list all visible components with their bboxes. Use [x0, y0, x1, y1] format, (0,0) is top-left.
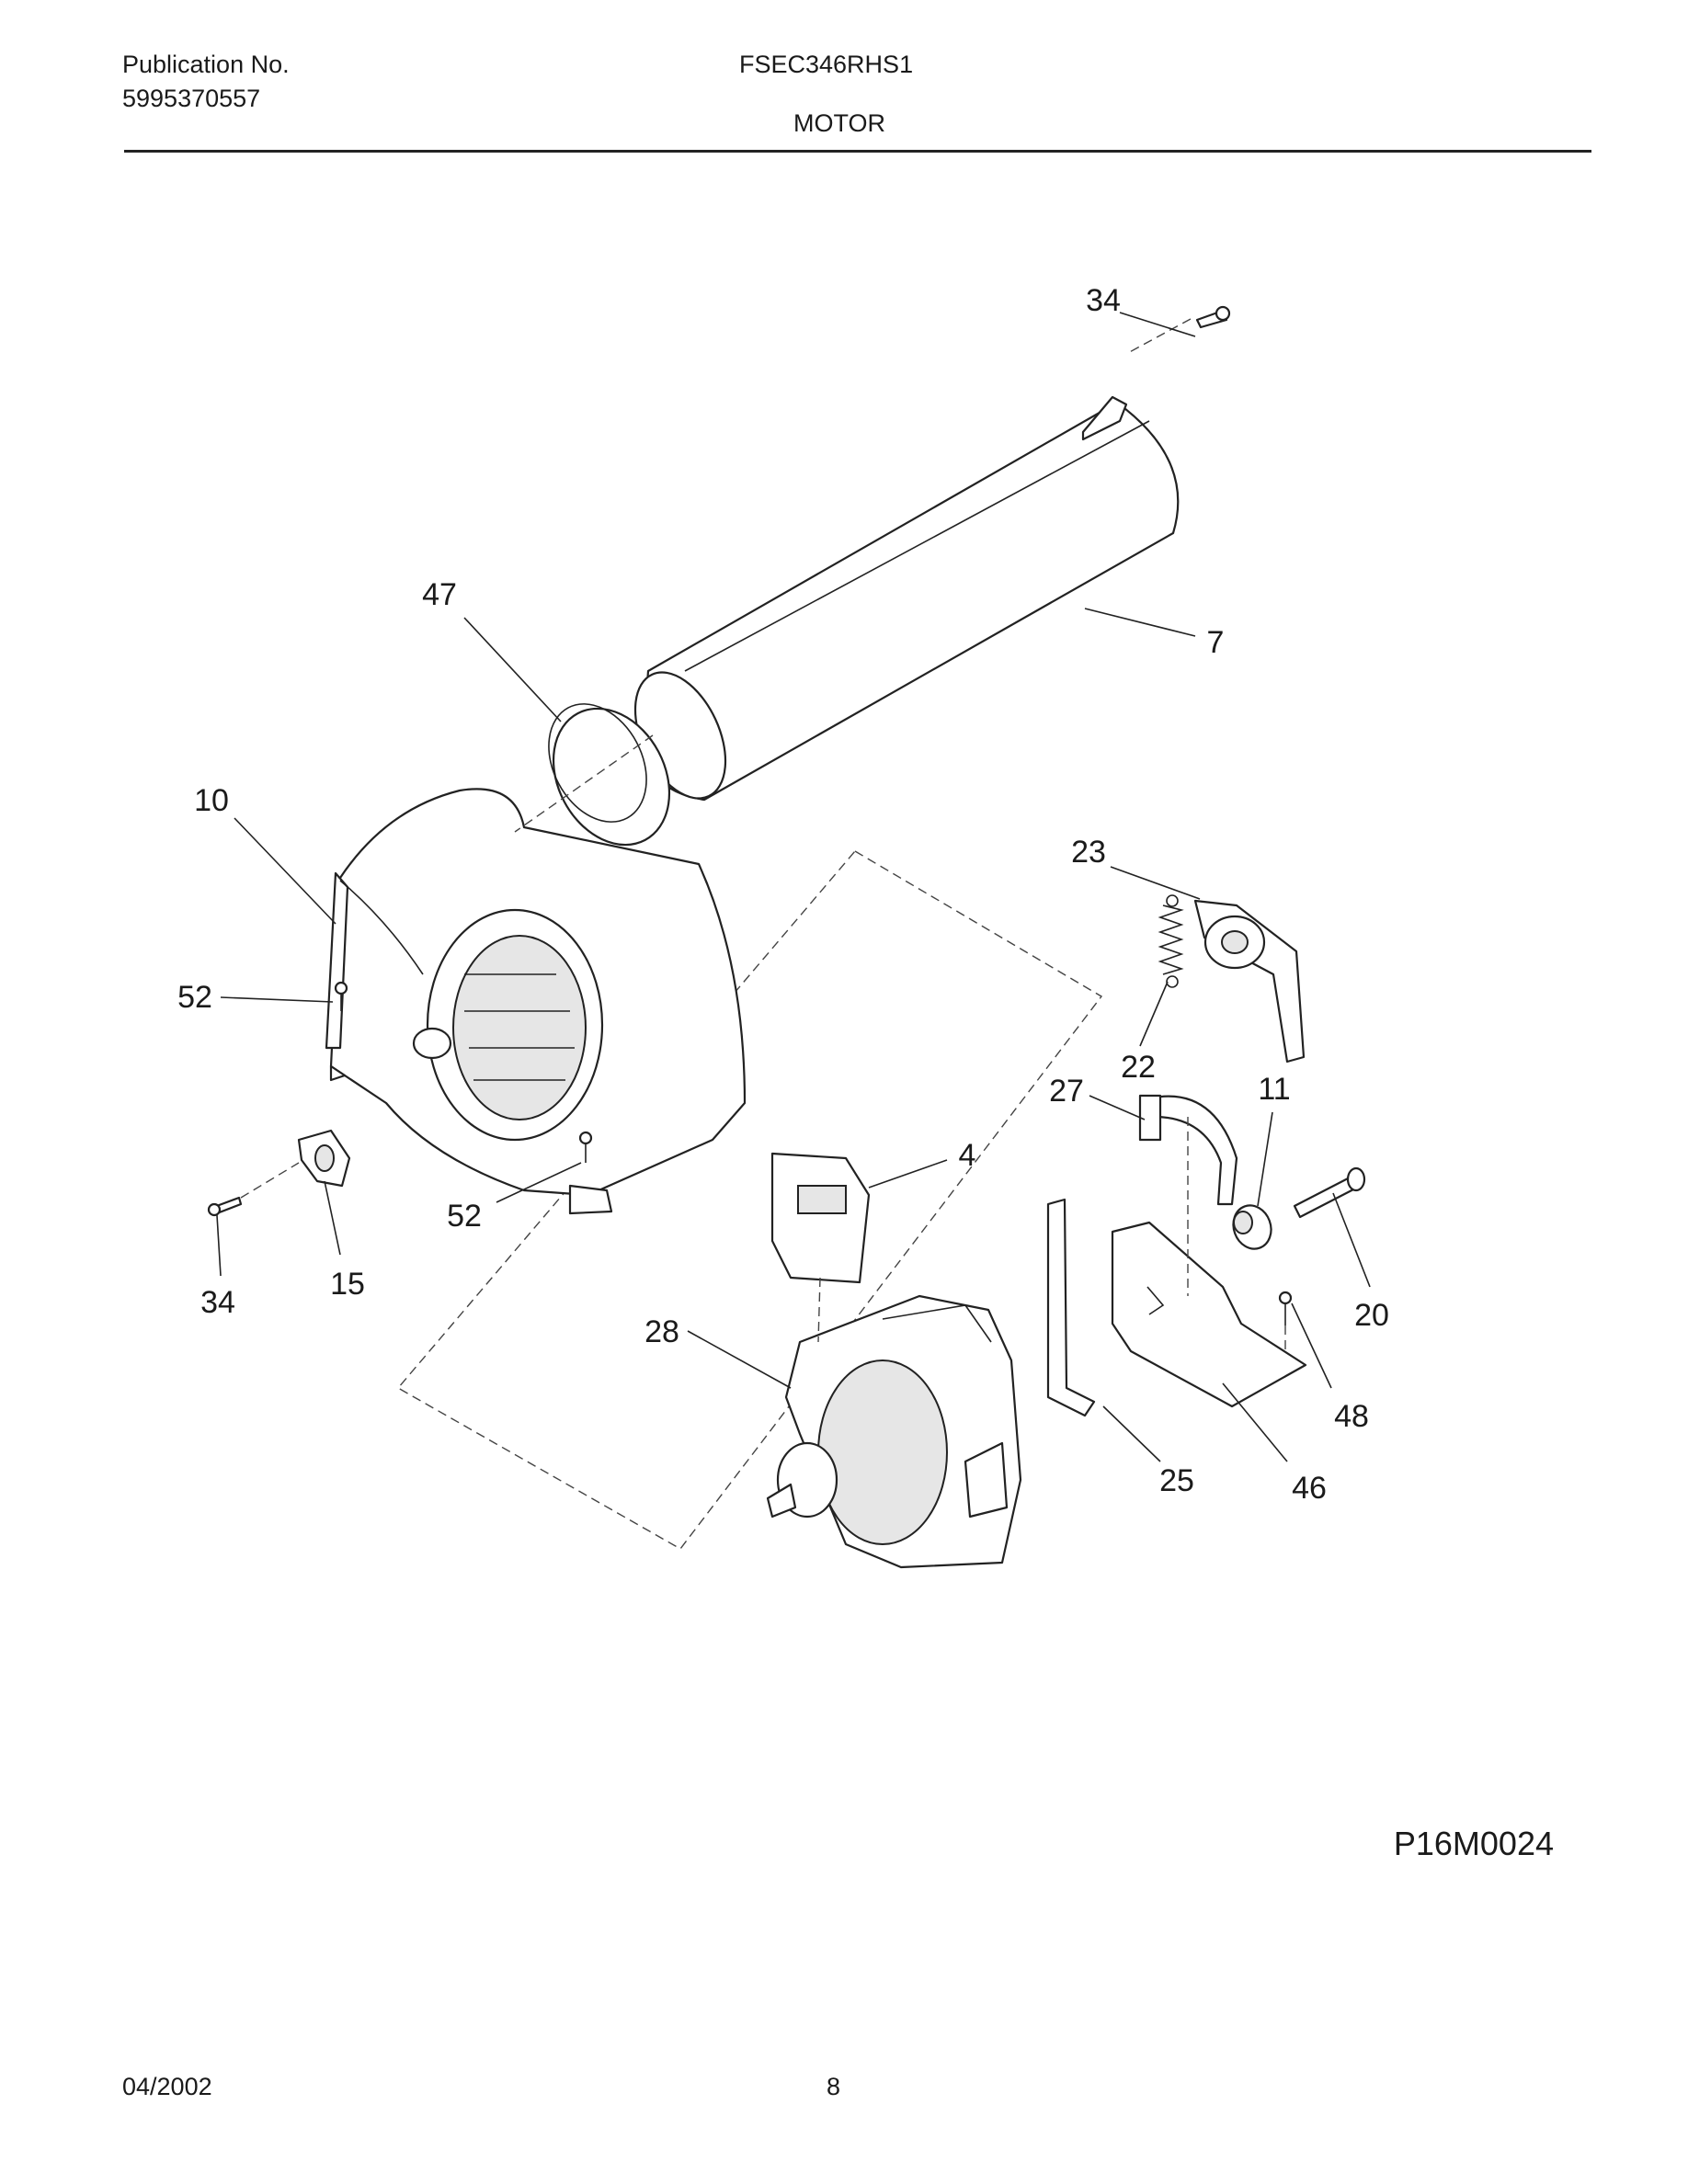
- part-34-screw-left: [207, 1196, 243, 1217]
- part-15-thermostat: [297, 1129, 351, 1188]
- leader-46: [1222, 1382, 1288, 1462]
- callout-23: 23: [1071, 835, 1106, 870]
- part-34-screw-top: [1195, 305, 1231, 329]
- part-22-spring: [1158, 894, 1184, 988]
- callout-52-bottom: 52: [447, 1199, 482, 1234]
- part-4-motor-pad: [770, 1152, 871, 1284]
- assembly-line-pad-motor: [817, 1277, 821, 1343]
- part-46-motor-bracket: [1111, 1221, 1307, 1408]
- leader-15: [324, 1180, 341, 1256]
- leader-10: [234, 817, 336, 925]
- callout-27: 27: [1049, 1074, 1084, 1109]
- callout-7: 7: [1207, 625, 1225, 660]
- leader-48: [1291, 1302, 1332, 1389]
- callout-20: 20: [1354, 1298, 1389, 1333]
- part-27-mount-strap: [1138, 1094, 1238, 1206]
- leader-25: [1102, 1405, 1161, 1462]
- part-47-duct-seal: [548, 703, 671, 847]
- part-48-screw: [1278, 1291, 1293, 1325]
- part-10-blower-housing: [325, 788, 747, 1215]
- part-23-idler-pulley: [1193, 899, 1306, 1064]
- callout-52-left: 52: [177, 980, 212, 1015]
- callout-34-left: 34: [200, 1285, 235, 1320]
- leader-7: [1084, 608, 1196, 637]
- callout-10: 10: [194, 783, 229, 818]
- leader-27: [1089, 1095, 1146, 1120]
- callout-34-top: 34: [1086, 283, 1121, 318]
- diagram-reference-code: P16M0024: [1394, 1825, 1554, 1862]
- part-25-harness: [1046, 1198, 1096, 1417]
- part-52-screw-lower: [578, 1131, 593, 1163]
- leader-52-bottom: [496, 1162, 582, 1203]
- leader-22: [1139, 981, 1169, 1047]
- part-52-screw-upper: [334, 981, 348, 1011]
- callout-48: 48: [1334, 1399, 1369, 1434]
- leader-34-top: [1119, 312, 1196, 337]
- assembly-line-thermostat: [240, 1162, 300, 1199]
- leader-47: [463, 617, 562, 722]
- leader-23: [1110, 866, 1201, 900]
- leader-20: [1332, 1192, 1371, 1288]
- part-20-bolt: [1293, 1166, 1366, 1219]
- callout-15: 15: [330, 1267, 365, 1302]
- leader-34-left: [216, 1214, 222, 1277]
- publication-label: Publication No.: [122, 51, 290, 78]
- callout-46: 46: [1292, 1471, 1327, 1506]
- page-number: 8: [827, 2073, 841, 2100]
- header-rule: [124, 150, 1591, 153]
- callout-4: 4: [959, 1138, 976, 1173]
- leader-4: [868, 1159, 948, 1189]
- part-7-exhaust-duct: [633, 395, 1180, 802]
- section-title: MOTOR: [793, 109, 885, 137]
- callout-25: 25: [1159, 1463, 1194, 1498]
- leader-11: [1257, 1111, 1273, 1207]
- callout-28: 28: [644, 1314, 679, 1349]
- model-number: FSEC346RHS1: [739, 51, 914, 78]
- part-28-motor: [766, 1294, 1022, 1569]
- callout-11: 11: [1258, 1072, 1290, 1107]
- callout-22: 22: [1121, 1050, 1156, 1085]
- assembly-line-duct-housing: [514, 734, 654, 833]
- part-11-bushing: [1232, 1204, 1272, 1250]
- assembly-line-duct-screw: [1125, 318, 1192, 355]
- leader-52-left: [220, 996, 334, 1003]
- callout-47: 47: [422, 577, 457, 612]
- publication-number: 5995370557: [122, 85, 261, 112]
- leader-28: [687, 1330, 792, 1389]
- footer-date: 04/2002: [122, 2073, 212, 2100]
